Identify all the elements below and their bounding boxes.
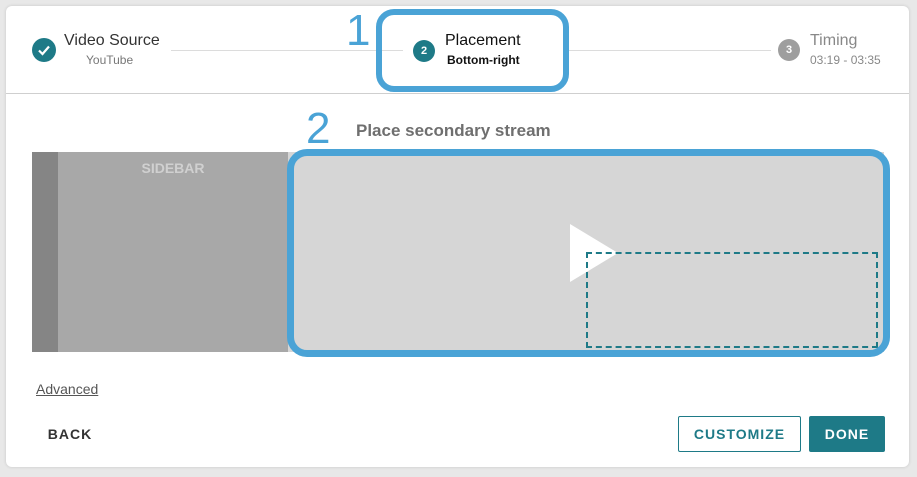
step-2-number[interactable]: 2 <box>413 40 435 62</box>
annotation-marker-1: 1 <box>346 6 371 55</box>
placement-dialog: Video Source YouTube 2 Placement Bottom-… <box>6 6 909 467</box>
step-1-completed-icon[interactable] <box>32 38 56 62</box>
customize-button[interactable]: CUSTOMIZE <box>678 416 801 452</box>
step-connector <box>566 50 771 51</box>
stepper: Video Source YouTube 2 Placement Bottom-… <box>6 6 909 94</box>
annotation-marker-2: 2 <box>306 104 331 153</box>
step-2-title[interactable]: Placement <box>445 32 521 49</box>
step-connector <box>171 50 403 51</box>
step-2-subtitle: Bottom-right <box>447 53 520 67</box>
step-1-title[interactable]: Video Source <box>64 32 160 49</box>
advanced-link[interactable]: Advanced <box>36 381 99 397</box>
step-3-title[interactable]: Timing <box>810 32 858 49</box>
check-icon <box>38 45 50 56</box>
preview-left-strip <box>32 152 58 352</box>
annotation-highlight-step-2 <box>376 9 569 92</box>
sidebar-region: SIDEBAR <box>58 152 288 352</box>
back-button[interactable]: BACK <box>47 426 93 442</box>
video-preview: SIDEBAR <box>32 152 884 352</box>
section-title: Place secondary stream <box>356 121 551 140</box>
annotation-highlight-preview <box>287 149 890 357</box>
step-3-number[interactable]: 3 <box>778 39 800 61</box>
secondary-stream-placement-box[interactable] <box>586 252 878 348</box>
step-1-subtitle: YouTube <box>86 53 134 67</box>
step-3-subtitle: 03:19 - 03:35 <box>810 53 881 67</box>
sidebar-label: SIDEBAR <box>141 160 205 176</box>
done-button[interactable]: DONE <box>809 416 885 452</box>
